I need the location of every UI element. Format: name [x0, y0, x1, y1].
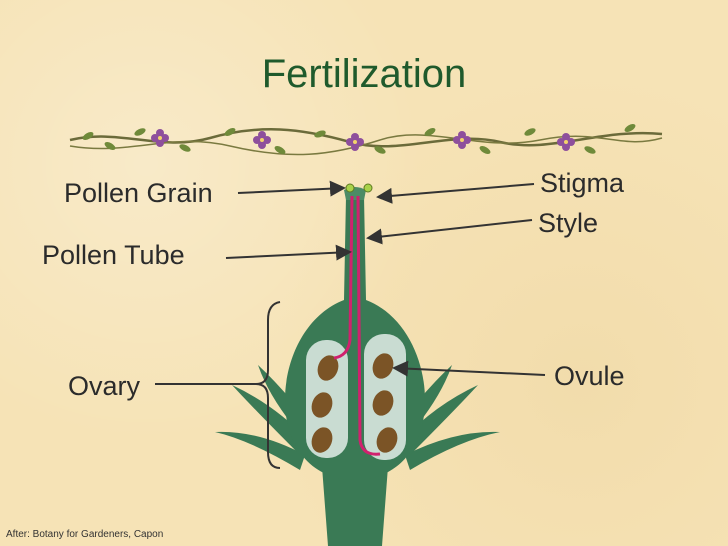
sepal-left-outer [215, 431, 305, 470]
sepal-right-outer [405, 431, 500, 470]
sepal-left-mid [232, 385, 308, 455]
label-pollen-tube: Pollen Tube [42, 240, 185, 270]
label-pollen-grain: Pollen Grain [64, 178, 213, 208]
pollen-grain-leader [237, 180, 346, 197]
ovule [317, 355, 339, 381]
ovule [372, 353, 394, 379]
pollen-tube-right [356, 195, 381, 456]
label-ovule: Ovule [554, 361, 625, 391]
slide-title: Fertilization [261, 52, 467, 96]
stigma-leader [376, 183, 535, 204]
ovule [311, 427, 333, 453]
label-ovary: Ovary [68, 371, 141, 401]
ovule [311, 392, 333, 418]
pollen-tube-leader [225, 244, 352, 261]
ovary-brace [255, 301, 281, 469]
style-leader [366, 219, 533, 245]
source-credit: After: Botany for Gardeners, Capon [6, 529, 164, 540]
ovule [376, 427, 398, 453]
label-style: Style [538, 208, 599, 238]
label-stigma: Stigma [540, 168, 625, 198]
ovule-leader [392, 360, 546, 377]
pollen-grain [345, 183, 355, 193]
pollen-grain [363, 183, 373, 193]
ovule [372, 390, 394, 416]
sepal-right-mid [402, 385, 478, 455]
pollen-tube-left [333, 195, 354, 360]
